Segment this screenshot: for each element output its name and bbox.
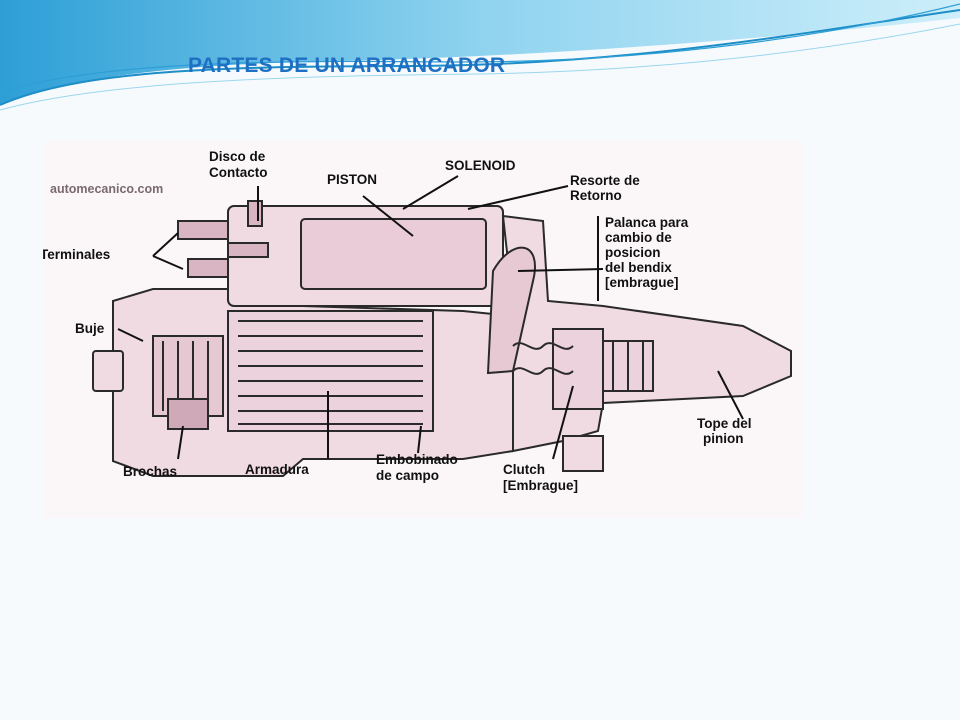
label-disco-de-contacto: Disco de Contacto xyxy=(209,149,269,180)
label-resorte-de-retorno: Resorte de Retorno xyxy=(570,173,644,203)
slide-title: PARTES DE UN ARRANCADOR xyxy=(188,54,506,77)
header-swoosh xyxy=(0,0,960,111)
starter-diagram: automecanico.com xyxy=(43,141,803,518)
label-brochas: Brochas xyxy=(123,464,177,479)
terminals xyxy=(177,200,269,278)
armature xyxy=(227,310,434,432)
brushes xyxy=(152,335,224,430)
watermark: automecanico.com xyxy=(50,182,163,196)
label-tope-del-pinion: Tope del pinion xyxy=(697,416,755,446)
label-armadura: Armadura xyxy=(245,462,309,477)
label-terminales: Terminales xyxy=(43,247,110,262)
label-embobinado-de-campo: Embobinado de campo xyxy=(376,452,462,483)
shift-lever xyxy=(486,246,536,375)
label-palanca: Palanca para cambio de posicion del bend… xyxy=(605,215,692,290)
label-clutch: Clutch [Embrague] xyxy=(503,462,578,493)
label-solenoid: SOLENOID xyxy=(445,158,516,173)
label-piston: PISTON xyxy=(327,172,377,187)
label-buje: Buje xyxy=(75,321,105,336)
leader-lines xyxy=(117,175,744,460)
clutch xyxy=(512,328,654,410)
